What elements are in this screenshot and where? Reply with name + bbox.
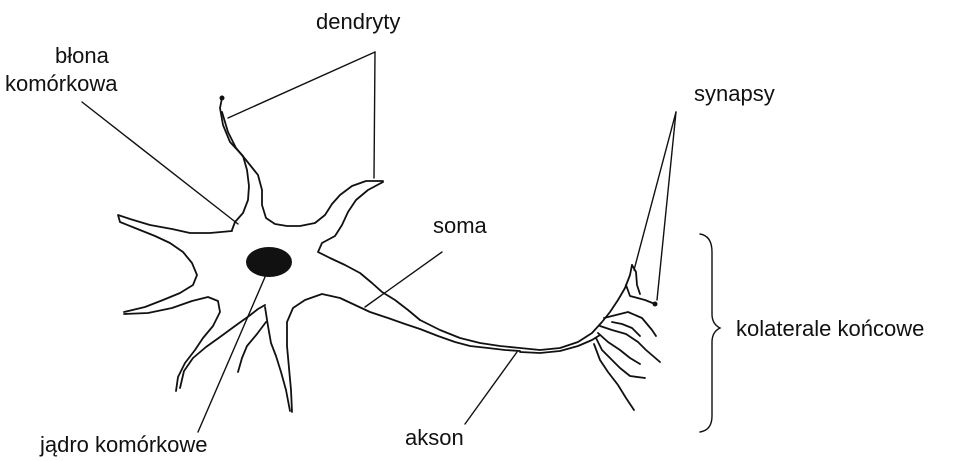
leader-synapses-right [657, 112, 676, 300]
label-terminal-collaterals: kolaterale końcowe [736, 318, 924, 340]
terminal-collaterals [594, 265, 660, 410]
leader-nucleus [198, 277, 265, 432]
synapse-dot-2 [653, 302, 658, 307]
label-dendrites: dendryty [316, 11, 400, 33]
axon-upper-edge [420, 265, 632, 350]
cell-nucleus [246, 247, 292, 277]
leader-soma [365, 252, 442, 307]
leader-membrane [82, 102, 238, 224]
label-synapses: synapsy [694, 83, 775, 105]
collateral-6 [596, 338, 645, 378]
collateral-5 [598, 333, 640, 364]
collateral-1 [632, 265, 640, 294]
collaterals-bracket [700, 234, 720, 432]
axon-lower-edge [520, 335, 600, 353]
dendrite-bottom-center-inner [287, 294, 520, 412]
label-nucleus: jądro komórkowe [40, 434, 208, 456]
label-membrane-line2: komórkowa [5, 73, 117, 95]
leader-axon [465, 352, 517, 424]
collateral-7 [594, 344, 634, 410]
axon [420, 265, 632, 353]
leader-lines [82, 52, 676, 432]
label-axon: akson [405, 427, 464, 449]
dendrite-bottom-left [124, 297, 220, 391]
dendrite-left [118, 215, 232, 312]
collateral-3 [604, 312, 656, 336]
label-membrane-line1: błona [55, 45, 109, 67]
leader-synapses-left [634, 112, 676, 270]
leader-dendrites-right [374, 52, 375, 178]
synapse-dot-1 [220, 96, 225, 101]
label-soma: soma [433, 215, 487, 237]
neuron-cell-body [118, 98, 520, 412]
leader-dendrites-left [228, 52, 375, 118]
